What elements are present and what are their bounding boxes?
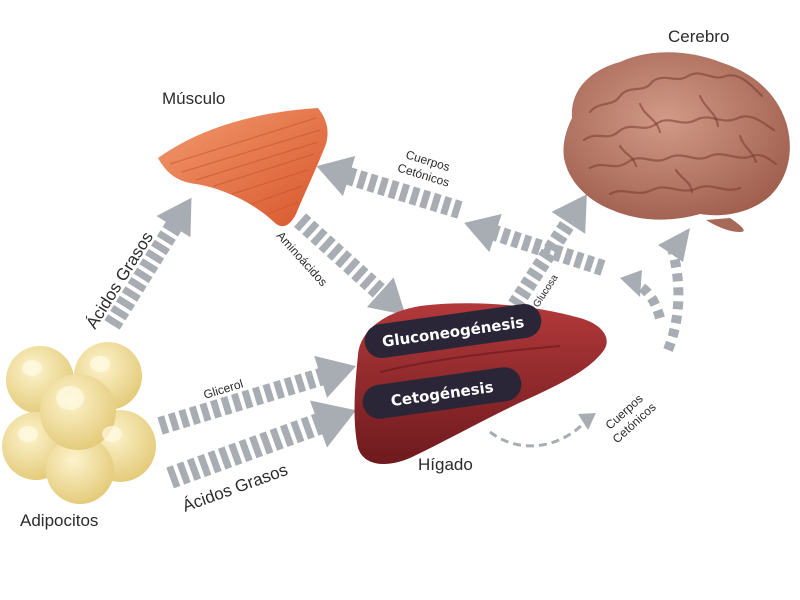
brain-label: Cerebro <box>668 27 729 46</box>
brain-illustration <box>563 52 790 232</box>
arrow-ketones-curve <box>489 228 690 448</box>
arrow-fatty-acids-to-liver <box>166 400 357 489</box>
adipocytes-illustration <box>2 342 156 504</box>
arrow-fatty-acids-to-muscle <box>104 197 192 330</box>
arrow-glucose <box>508 194 587 310</box>
liver-label: Hígado <box>418 455 473 474</box>
arrow-ketones-to-muscle <box>316 156 463 219</box>
muscle-label: Músculo <box>162 89 225 108</box>
arrow-glycerol <box>157 355 357 435</box>
adipocytes-label: Adipocitos <box>20 511 98 530</box>
muscle-illustration <box>158 108 328 227</box>
arrow-ketones-branch <box>464 214 606 276</box>
arrow-amino-acids <box>293 213 406 316</box>
ketogenesis-pill: Cetogénesis <box>362 367 522 419</box>
